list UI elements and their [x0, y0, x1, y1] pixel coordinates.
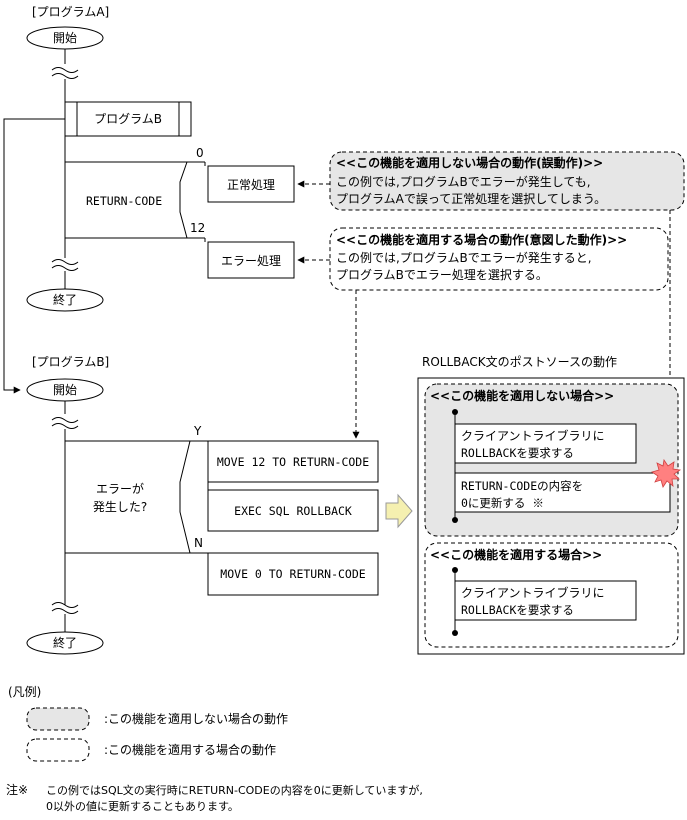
branch-variable-label: RETURN-CODE: [86, 194, 162, 208]
expand-arrow-icon: [385, 493, 413, 529]
error-process-label: エラー処理: [221, 254, 281, 268]
call-connector-arrow: [3, 118, 65, 394]
program-a-end-label: 終了: [53, 292, 77, 307]
condition-yes-label: Y: [193, 424, 202, 438]
na-rollback-request-box: [454, 423, 637, 464]
footnote-mark: 注※: [6, 782, 28, 797]
normal-process-box: [207, 165, 295, 203]
note-applied-line1: この例では,プログラムBでエラーが発生すると,: [336, 250, 592, 265]
program-b-end-label: 終了: [53, 635, 77, 650]
legend-item1: :この機能を適用しない場合の動作: [104, 711, 288, 726]
branch-bracket: [179, 161, 188, 239]
postsource-applied-title: <<この機能を適用する場合>>: [430, 547, 602, 562]
na-update-line2: 0に更新する ※: [461, 496, 544, 510]
legend-white-swatch: [26, 738, 90, 762]
stmt-move-0-box: [207, 552, 379, 596]
stmt-move-12-label: MOVE 12 TO RETURN-CODE: [217, 455, 369, 469]
note-not-applied-box: [329, 151, 685, 211]
break-mark: [51, 73, 79, 79]
footnote-line2: 0以外の値に更新することもあります。: [46, 799, 239, 813]
program-b-title: [プログラムB]: [32, 355, 109, 369]
condition-no-label: N: [194, 536, 203, 550]
legend-gray-swatch: [26, 707, 90, 731]
normal-process-label: 正常処理: [227, 178, 275, 192]
branch-value-12: 12: [190, 221, 205, 235]
stmt-rollback-box: [207, 489, 379, 532]
a-rollback-request-line1: クライアントライブラリに: [461, 585, 605, 600]
stmt-move-12-box: [207, 440, 379, 483]
program-a-start-label: 開始: [53, 31, 77, 45]
condition-label-line2: 発生した?: [93, 500, 147, 514]
a-rollback-request-box: [454, 580, 637, 621]
postsource-not-applied-title: <<この機能を適用しない場合>>: [430, 388, 614, 403]
na-rollback-request-line1: クライアントライブラリに: [461, 428, 605, 443]
condition-label-line1: エラーが: [96, 481, 144, 496]
na-update-return-code-box: [454, 472, 671, 513]
note-not-applied-line1: この例では,プログラムBでエラーが発生しても,: [336, 174, 591, 189]
na-rollback-request-line2: ROLLBACKを要求する: [461, 446, 574, 460]
error-burst-icon: [651, 458, 682, 488]
postsource-title: ROLLBACK文のポストソースの動作: [422, 354, 617, 369]
program-a-title: [プログラムA]: [32, 5, 109, 19]
a-rollback-request-line2: ROLLBACKを要求する: [461, 603, 574, 617]
program-a-end-terminal: [26, 288, 104, 312]
note-applied-line2: プログラムBでエラー処理を選択する。: [336, 268, 548, 282]
call-program-b-label: プログラムB: [94, 112, 162, 126]
break-mark: [51, 67, 79, 73]
legend-item2: :この機能を適用する場合の動作: [104, 742, 276, 757]
branch-value-0: 0: [196, 146, 204, 160]
program-b-end-terminal: [26, 631, 104, 655]
na-update-line1: RETURN-CODEの内容を: [461, 479, 583, 493]
error-process-box: [207, 241, 295, 279]
note-not-applied-title: <<この機能を適用しない場合の動作(誤動作)>>: [336, 155, 603, 170]
program-b-start-label: 開始: [53, 383, 77, 397]
stmt-move-0-label: MOVE 0 TO RETURN-CODE: [220, 567, 365, 581]
note-not-applied-line2: プログラムAで誤って正常処理を選択してしまう。: [336, 191, 606, 206]
condition-bracket: [179, 440, 191, 554]
stmt-rollback-label: EXEC SQL ROLLBACK: [234, 504, 352, 518]
note-applied-box: [329, 227, 669, 291]
legend-title: (凡例): [8, 685, 41, 699]
footnote-line1: この例ではSQL文の実行時にRETURN-CODEの内容を0に更新していますが,: [46, 783, 423, 797]
call-program-b-box: [64, 101, 192, 137]
note-applied-title: <<この機能を適用する場合の動作(意図した動作)>>: [336, 232, 627, 247]
